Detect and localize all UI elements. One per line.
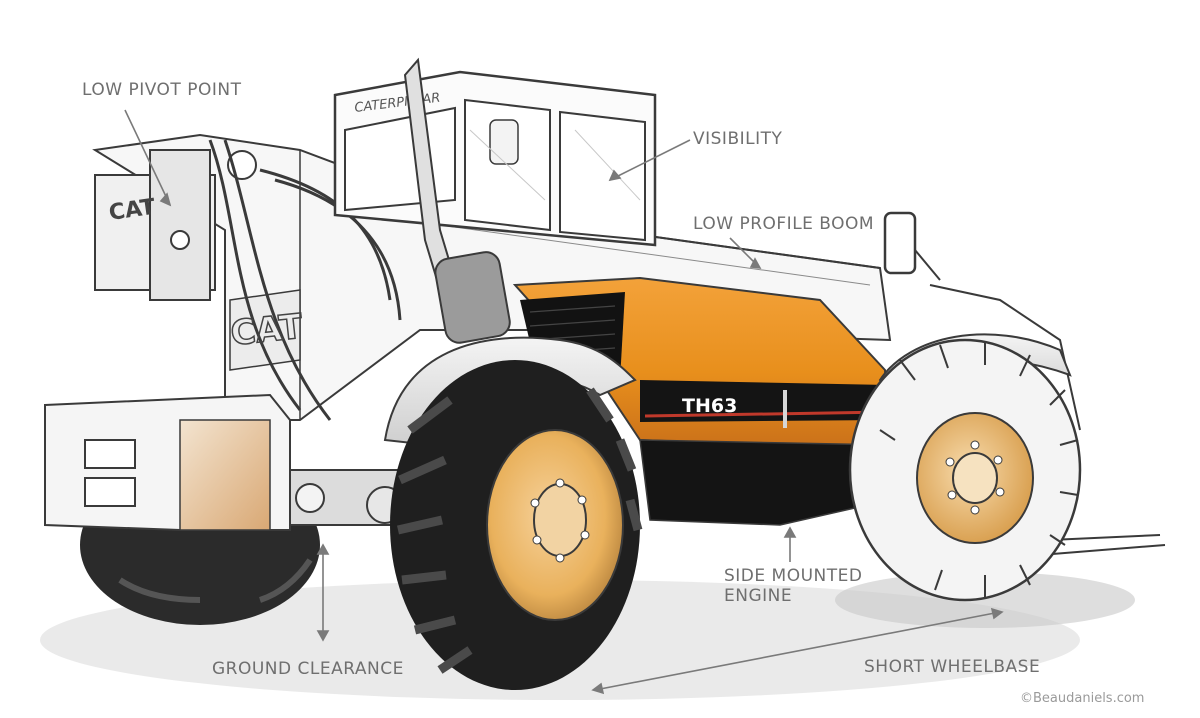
callout-ground-clearance: GROUND CLEARANCE <box>212 659 404 679</box>
exhaust-stack <box>403 57 511 344</box>
callout-short-wheelbase: SHORT WHEELBASE <box>864 657 1041 677</box>
callout-side-mounted-engine: SIDE MOUNTED ENGINE <box>724 566 884 607</box>
artist-credit: ©Beaudaniels.com <box>1020 691 1145 706</box>
front-left-tire <box>390 360 643 690</box>
side-mirror <box>883 211 941 281</box>
callout-arrows <box>124 109 1004 695</box>
callout-visibility: VISIBILITY <box>693 129 783 149</box>
callout-side-mounted-engine-line2: ENGINE <box>724 586 793 607</box>
engine-cover <box>512 276 892 526</box>
front-right-tire <box>848 338 1082 602</box>
callout-side-mounted-engine-line1: SIDE MOUNTED <box>724 566 863 586</box>
hydraulic-hoses <box>208 139 402 421</box>
callout-low-profile-boom: LOW PROFILE BOOM <box>693 214 875 234</box>
front-fork <box>929 284 1166 556</box>
model-badge: TH63 <box>682 395 737 417</box>
counterweight-cat-logo: CAT <box>229 307 305 354</box>
pivot-bracket <box>94 149 257 301</box>
callout-low-pivot-point: LOW PIVOT POINT <box>82 80 242 100</box>
counterweight <box>44 393 291 531</box>
